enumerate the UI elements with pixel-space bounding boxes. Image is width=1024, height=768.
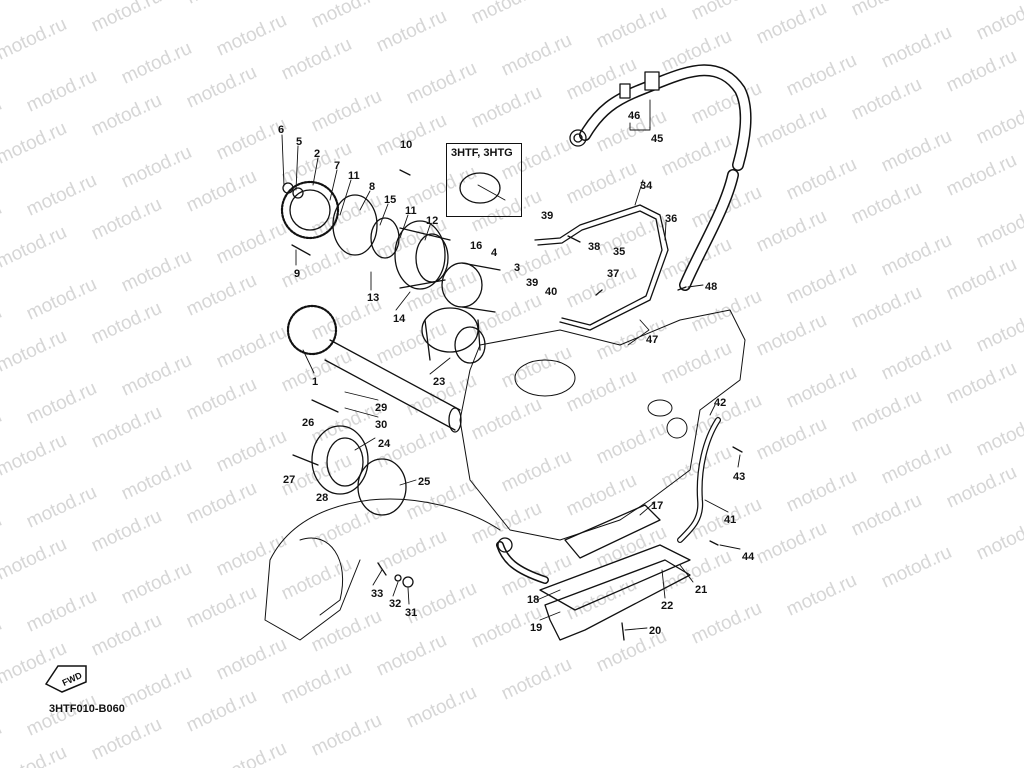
part-callout-16: 16: [470, 240, 483, 252]
part-callout-5: 5: [296, 136, 303, 148]
part-callout-12: 12: [426, 215, 439, 227]
part-callout-9: 9: [294, 268, 301, 280]
oil-pump-body: [332, 194, 451, 290]
oil-pump-gear: [280, 180, 340, 240]
oil-pipe: [534, 204, 669, 331]
part-callout-44: 44: [742, 551, 755, 563]
part-callout-48: 48: [705, 281, 718, 293]
part-callout-30: 30: [375, 419, 388, 431]
drawing-code: 3HTF010-B060: [49, 703, 125, 715]
part-callout-23: 23: [433, 376, 446, 388]
part-callout-19: 19: [530, 622, 543, 634]
part-callout-24: 24: [378, 438, 391, 450]
part-callout-6: 6: [278, 124, 285, 136]
part-callout-25: 25: [418, 476, 431, 488]
part-callout-38: 38: [588, 241, 601, 253]
oil-hose: [569, 64, 752, 291]
part-callout-46: 46: [628, 110, 641, 122]
part-callout-39: 39: [526, 277, 539, 289]
part-callout-35: 35: [613, 246, 626, 258]
drive-shaft: [286, 304, 462, 433]
part-callout-21: 21: [695, 584, 708, 596]
part-callout-37: 37: [607, 268, 620, 280]
part-callout-39: 39: [541, 210, 554, 222]
part-callout-14: 14: [393, 313, 406, 325]
part-callout-15: 15: [384, 194, 397, 206]
part-callout-2: 2: [314, 148, 321, 160]
part-callout-8: 8: [369, 181, 376, 193]
fwd-arrow-icon: FWD: [44, 665, 87, 693]
part-callout-17: 17: [651, 500, 664, 512]
oil-filter: [421, 262, 501, 364]
strainer-cover: [311, 425, 407, 516]
part-callout-3: 3: [514, 262, 521, 274]
variant-label: 3HTF, 3HTG: [451, 147, 513, 159]
oil-cooler: [496, 504, 691, 641]
part-callout-47: 47: [646, 334, 659, 346]
part-callout-40: 40: [545, 286, 558, 298]
part-callout-10: 10: [400, 139, 413, 151]
part-callout-42: 42: [714, 397, 727, 409]
variant-inset-box: 3HTF, 3HTG: [446, 143, 522, 217]
part-callout-1: 1: [312, 376, 319, 388]
part-callout-34: 34: [640, 180, 653, 192]
part-callout-18: 18: [527, 594, 540, 606]
part-callout-32: 32: [389, 598, 402, 610]
leader-lines: [281, 99, 741, 631]
part-callout-7: 7: [334, 160, 341, 172]
part-callout-41: 41: [724, 514, 737, 526]
part-callout-29: 29: [375, 402, 388, 414]
bolts: [291, 169, 743, 641]
part-callout-11: 11: [348, 170, 360, 182]
part-callout-13: 13: [367, 292, 380, 304]
part-callout-28: 28: [316, 492, 329, 504]
gasket-14: [459, 172, 501, 204]
part-callout-27: 27: [283, 474, 296, 486]
part-callout-45: 45: [651, 133, 664, 145]
part-callout-33: 33: [371, 588, 384, 600]
part-callout-43: 43: [733, 471, 746, 483]
part-callout-11: 11: [405, 205, 417, 217]
part-callout-22: 22: [661, 600, 674, 612]
part-callout-4: 4: [491, 247, 498, 259]
part-callout-20: 20: [649, 625, 662, 637]
part-callout-26: 26: [302, 417, 315, 429]
part-callout-31: 31: [405, 607, 418, 619]
part-callout-36: 36: [665, 213, 678, 225]
crankcase: [264, 309, 746, 641]
